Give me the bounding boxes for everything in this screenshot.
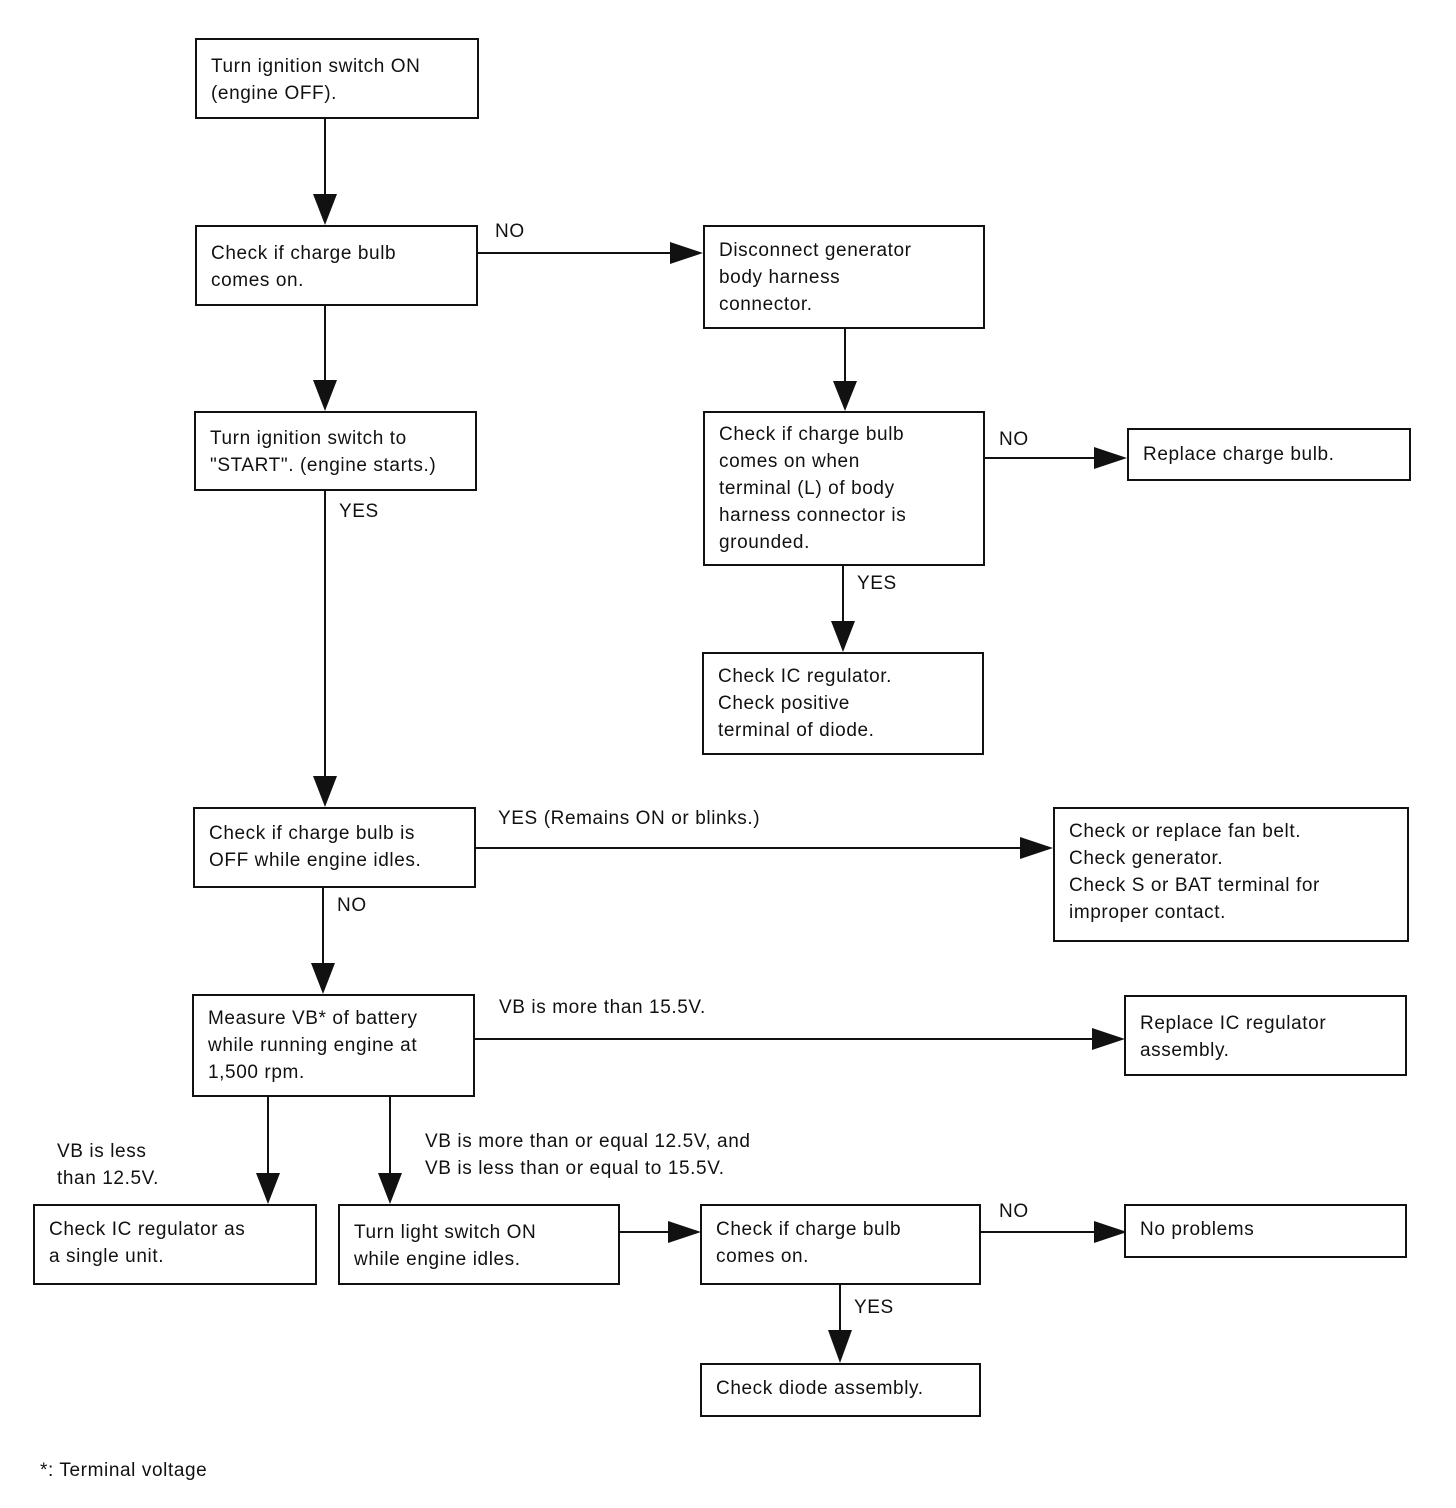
box-check-diode-assembly: Check diode assembly. bbox=[700, 1363, 981, 1417]
box-ic-single-unit: Check IC regulator as a single unit. bbox=[33, 1204, 317, 1285]
box-replace-charge-bulb: Replace charge bulb. bbox=[1127, 428, 1411, 481]
box-check-grounded: Check if charge bulb comes on when termi… bbox=[703, 411, 985, 566]
box-measure-vb: Measure VB* of battery while running eng… bbox=[192, 994, 475, 1097]
label-no-4: NO bbox=[999, 1201, 1029, 1222]
box-replace-ic-regulator: Replace IC regulator assembly. bbox=[1124, 995, 1407, 1076]
label-vb-between: VB is more than or equal 12.5V, and VB i… bbox=[425, 1131, 751, 1179]
label-vb-less-than-12-5: VB is less than 12.5V. bbox=[57, 1141, 160, 1189]
label-no-1: NO bbox=[495, 221, 525, 242]
box-check-off-idle: Check if charge bulb is OFF while engine… bbox=[193, 807, 476, 888]
label-no-2: NO bbox=[999, 429, 1029, 450]
label-yes-1: YES bbox=[339, 501, 379, 522]
box-light-switch-on: Turn light switch ON while engine idles. bbox=[338, 1204, 620, 1285]
box-ignition-start: Turn ignition switch to "START". (engine… bbox=[194, 411, 477, 491]
label-yes-remains-on: YES (Remains ON or blinks.) bbox=[498, 808, 761, 829]
label-no-3: NO bbox=[337, 895, 367, 916]
box-turn-ignition-on: Turn ignition switch ON (engine OFF). bbox=[195, 38, 479, 119]
box-fan-belt-generator: Check or replace fan belt. Check generat… bbox=[1053, 807, 1409, 942]
box-disconnect-harness: Disconnect generator body harness connec… bbox=[703, 225, 985, 329]
box-check-bulb-on-2: Check if charge bulb comes on. bbox=[700, 1204, 981, 1285]
footnote: *: Terminal voltage bbox=[40, 1460, 208, 1481]
label-vb-more-than-15-5: VB is more than 15.5V. bbox=[499, 997, 706, 1018]
label-yes-2: YES bbox=[857, 573, 897, 594]
label-yes-3: YES bbox=[854, 1297, 894, 1318]
box-check-bulb-on: Check if charge bulb comes on. bbox=[195, 225, 478, 306]
box-no-problems: No problems bbox=[1124, 1204, 1407, 1258]
box-check-ic-diode: Check IC regulator. Check positive termi… bbox=[702, 652, 984, 755]
